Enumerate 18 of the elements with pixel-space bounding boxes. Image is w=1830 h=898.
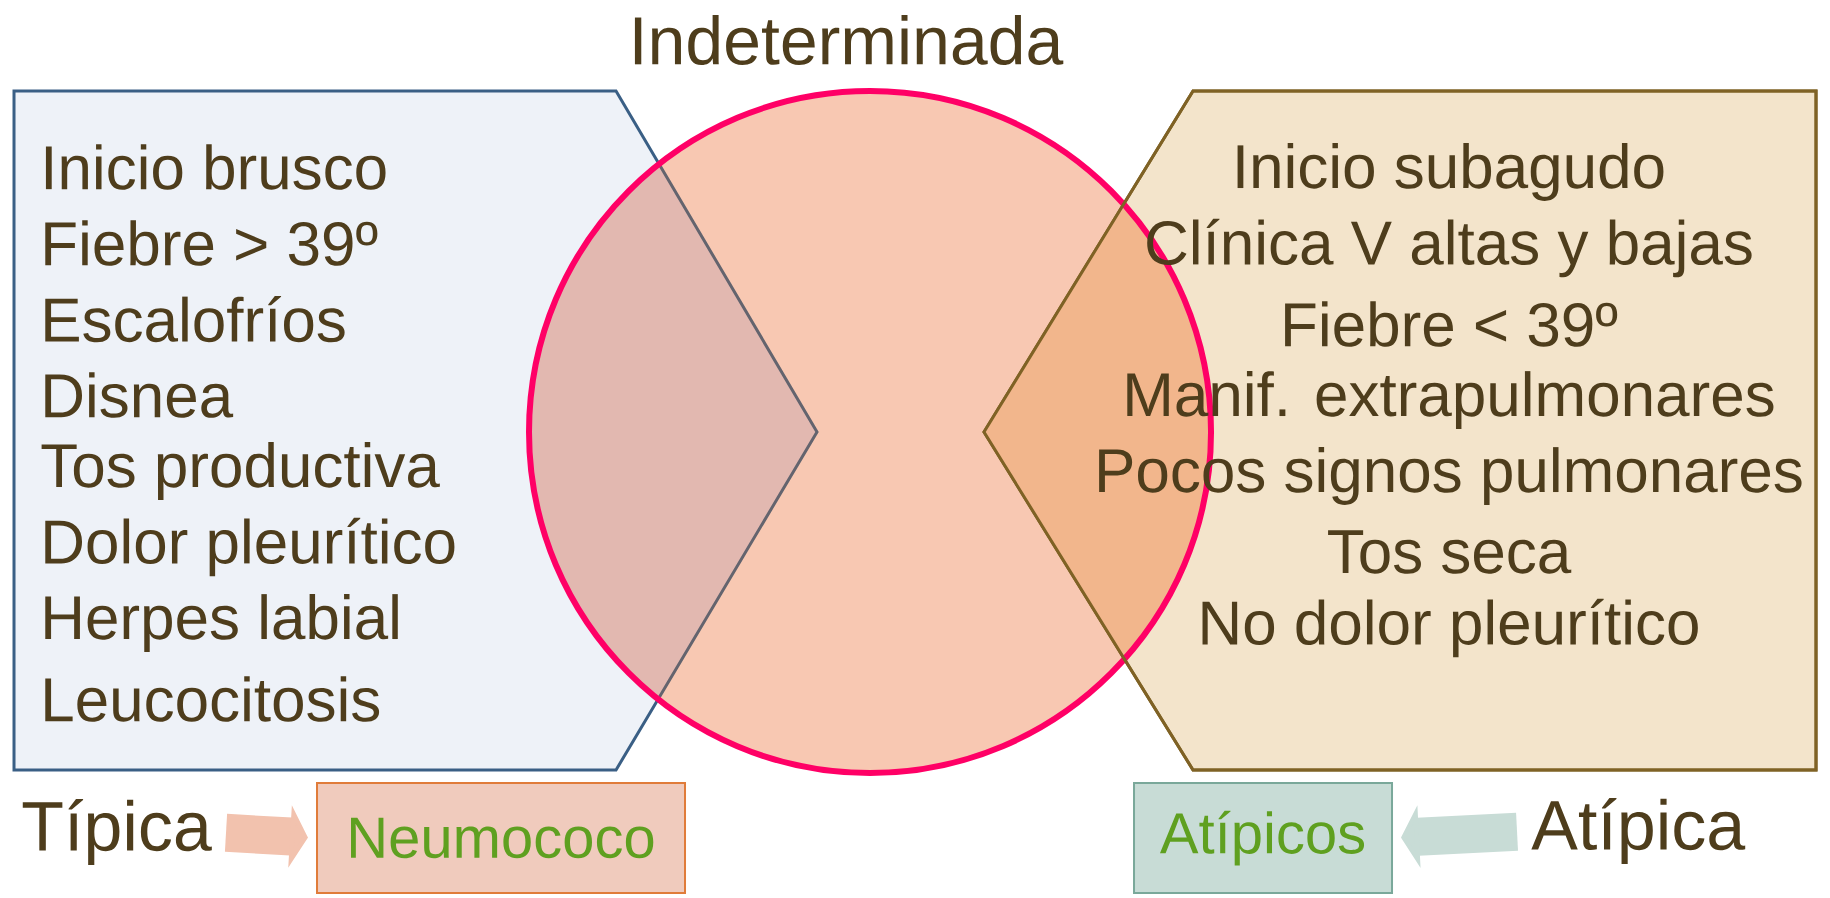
- list-item: Inicio subagudo: [1237, 143, 1664, 201]
- heading: Indeterminada: [634, 15, 1064, 65]
- result-box: Neumococo: [316, 782, 686, 894]
- result-box: Atípicos: [1133, 782, 1393, 894]
- label-text: Atípica: [1531, 798, 1746, 865]
- list-item: Fiebre < 39º: [1285, 301, 1618, 347]
- list-item: Fiebre > 39º: [45, 220, 378, 266]
- list-item: No dolor pleurítico: [1202, 598, 1698, 658]
- list-item: Dolor pleurítico: [45, 517, 455, 577]
- list-item: Tos seca: [1328, 530, 1572, 574]
- list-item: Leucocitosis: [45, 676, 380, 722]
- list-item: Escalofríos: [45, 295, 345, 343]
- list-item: Inicio brusco: [45, 144, 386, 190]
- pentagon-overlay: [982, 89, 1818, 772]
- list-item: Disnea: [45, 372, 234, 418]
- label-text: Típica: [22, 799, 212, 866]
- list-item: Tos productiva: [41, 442, 440, 500]
- list-item: Herpes labial: [45, 594, 398, 652]
